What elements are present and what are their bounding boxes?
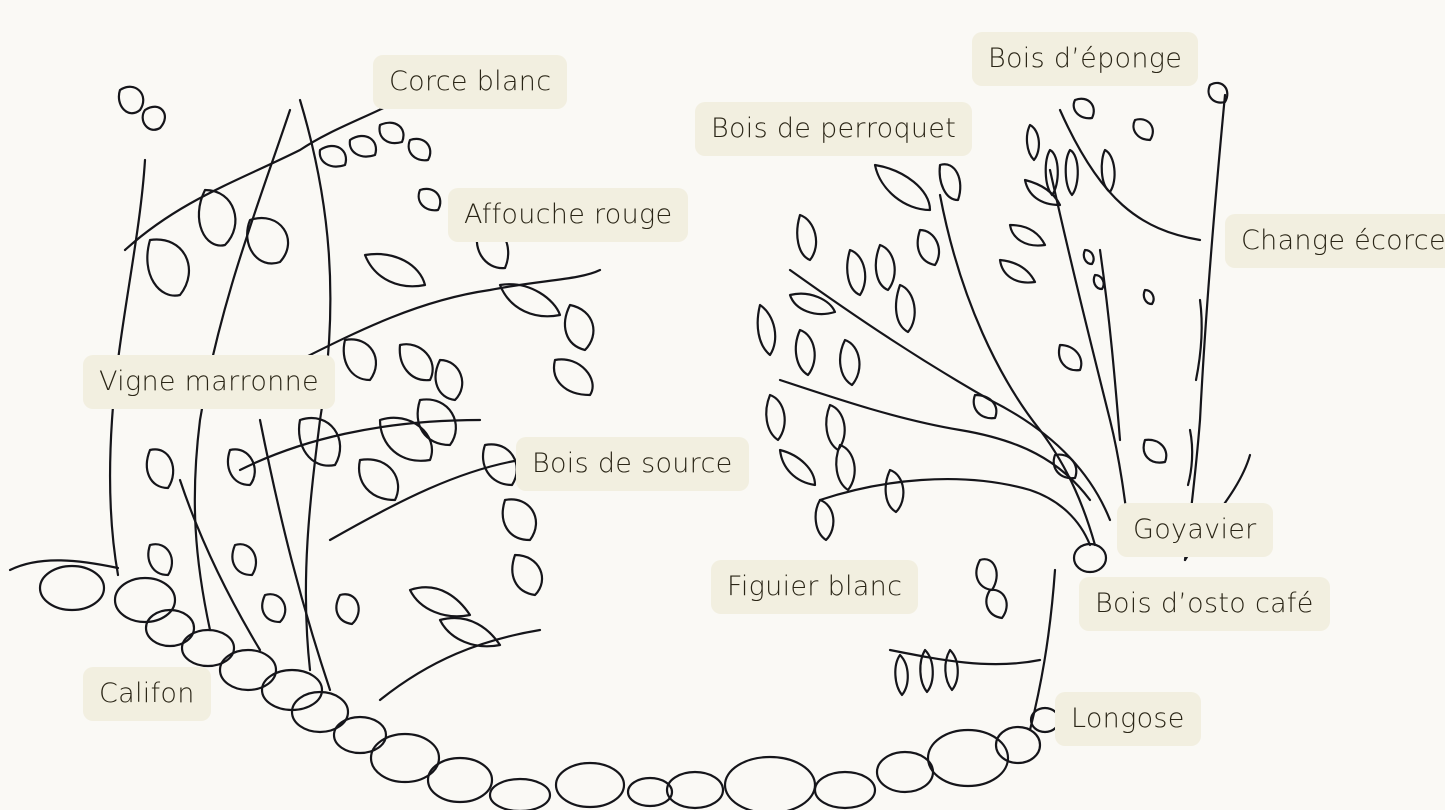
label-califon: Califon [83, 667, 211, 721]
label-bois-de-perroquet: Bois de perroquet [695, 102, 972, 156]
label-bois-de-source: Bois de source [516, 437, 749, 491]
label-goyavier: Goyavier [1117, 503, 1273, 557]
label-bois-eponge: Bois d’éponge [972, 32, 1198, 86]
label-figuier-blanc: Figuier blanc [711, 560, 918, 614]
right-stems [780, 95, 1250, 730]
label-corce-blanc: Corce blanc [373, 55, 567, 109]
label-longose: Longose [1055, 692, 1201, 746]
label-change-ecorce: Change écorce [1225, 214, 1445, 268]
label-bois-osto-cafe: Bois d’osto café [1079, 577, 1330, 631]
label-affouche-rouge: Affouche rouge [448, 188, 688, 242]
label-vigne-marronne: Vigne marronne [83, 355, 335, 409]
